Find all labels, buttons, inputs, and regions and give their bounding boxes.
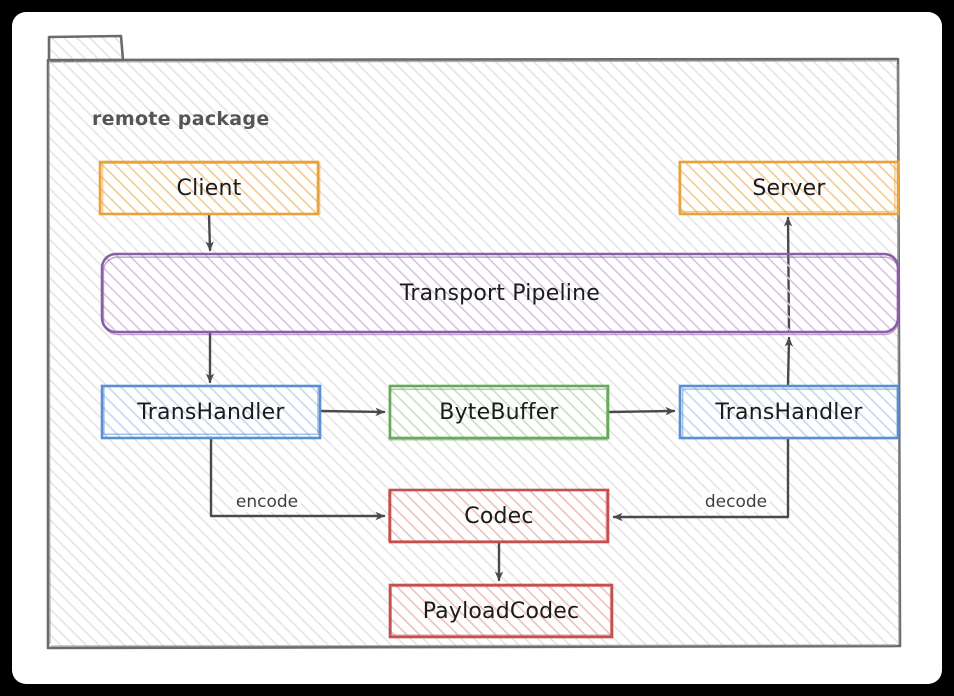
node-shape-server bbox=[678, 160, 900, 216]
node-sketch-stroke-payloadcodec bbox=[390, 585, 612, 637]
edge-bytebuffer-to-handler-right bbox=[606, 406, 676, 416]
node-shape-transhandler_r bbox=[678, 384, 900, 440]
package-frame bbox=[46, 34, 902, 650]
node-sketch-stroke-server bbox=[678, 161, 896, 213]
node-layer bbox=[98, 160, 900, 639]
node-sketch-stroke-bytebuffer bbox=[388, 388, 608, 441]
edge-encode bbox=[209, 436, 386, 521]
node-transhandler_l[interactable] bbox=[100, 384, 322, 440]
node-shape-payloadcodec bbox=[388, 583, 614, 639]
package-sketch-stroke bbox=[48, 60, 900, 647]
edge-decode bbox=[612, 436, 790, 522]
node-sketch-stroke-transhandler_r bbox=[681, 388, 899, 440]
package-tab bbox=[47, 34, 125, 63]
node-sketch-stroke-transhandler_l bbox=[103, 385, 319, 435]
node-sketch-stroke-pipeline bbox=[102, 256, 900, 336]
node-client[interactable] bbox=[98, 160, 321, 216]
node-shape-client bbox=[98, 160, 320, 216]
node-server[interactable] bbox=[678, 160, 900, 216]
node-shape-pipeline bbox=[100, 252, 900, 334]
node-pipeline[interactable] bbox=[100, 252, 900, 336]
diagram-svg bbox=[46, 34, 902, 650]
node-sketch-stroke-client bbox=[101, 162, 321, 215]
node-shape-bytebuffer bbox=[388, 384, 610, 440]
edge-client-to-pipeline bbox=[205, 212, 214, 252]
edge-handler-left-to-bytebuffer bbox=[318, 407, 386, 417]
node-bytebuffer[interactable] bbox=[388, 384, 610, 441]
edge-handler-right-to-pipeline bbox=[784, 336, 794, 388]
node-shape-codec bbox=[388, 488, 610, 544]
edge-layer bbox=[205, 212, 794, 582]
node-codec[interactable] bbox=[388, 488, 610, 544]
package-body bbox=[46, 57, 902, 650]
node-transhandler_r[interactable] bbox=[678, 384, 900, 440]
node-shape-transhandler_l bbox=[100, 384, 322, 440]
node-payloadcodec[interactable] bbox=[388, 583, 614, 639]
node-sketch-stroke-codec bbox=[388, 489, 608, 542]
